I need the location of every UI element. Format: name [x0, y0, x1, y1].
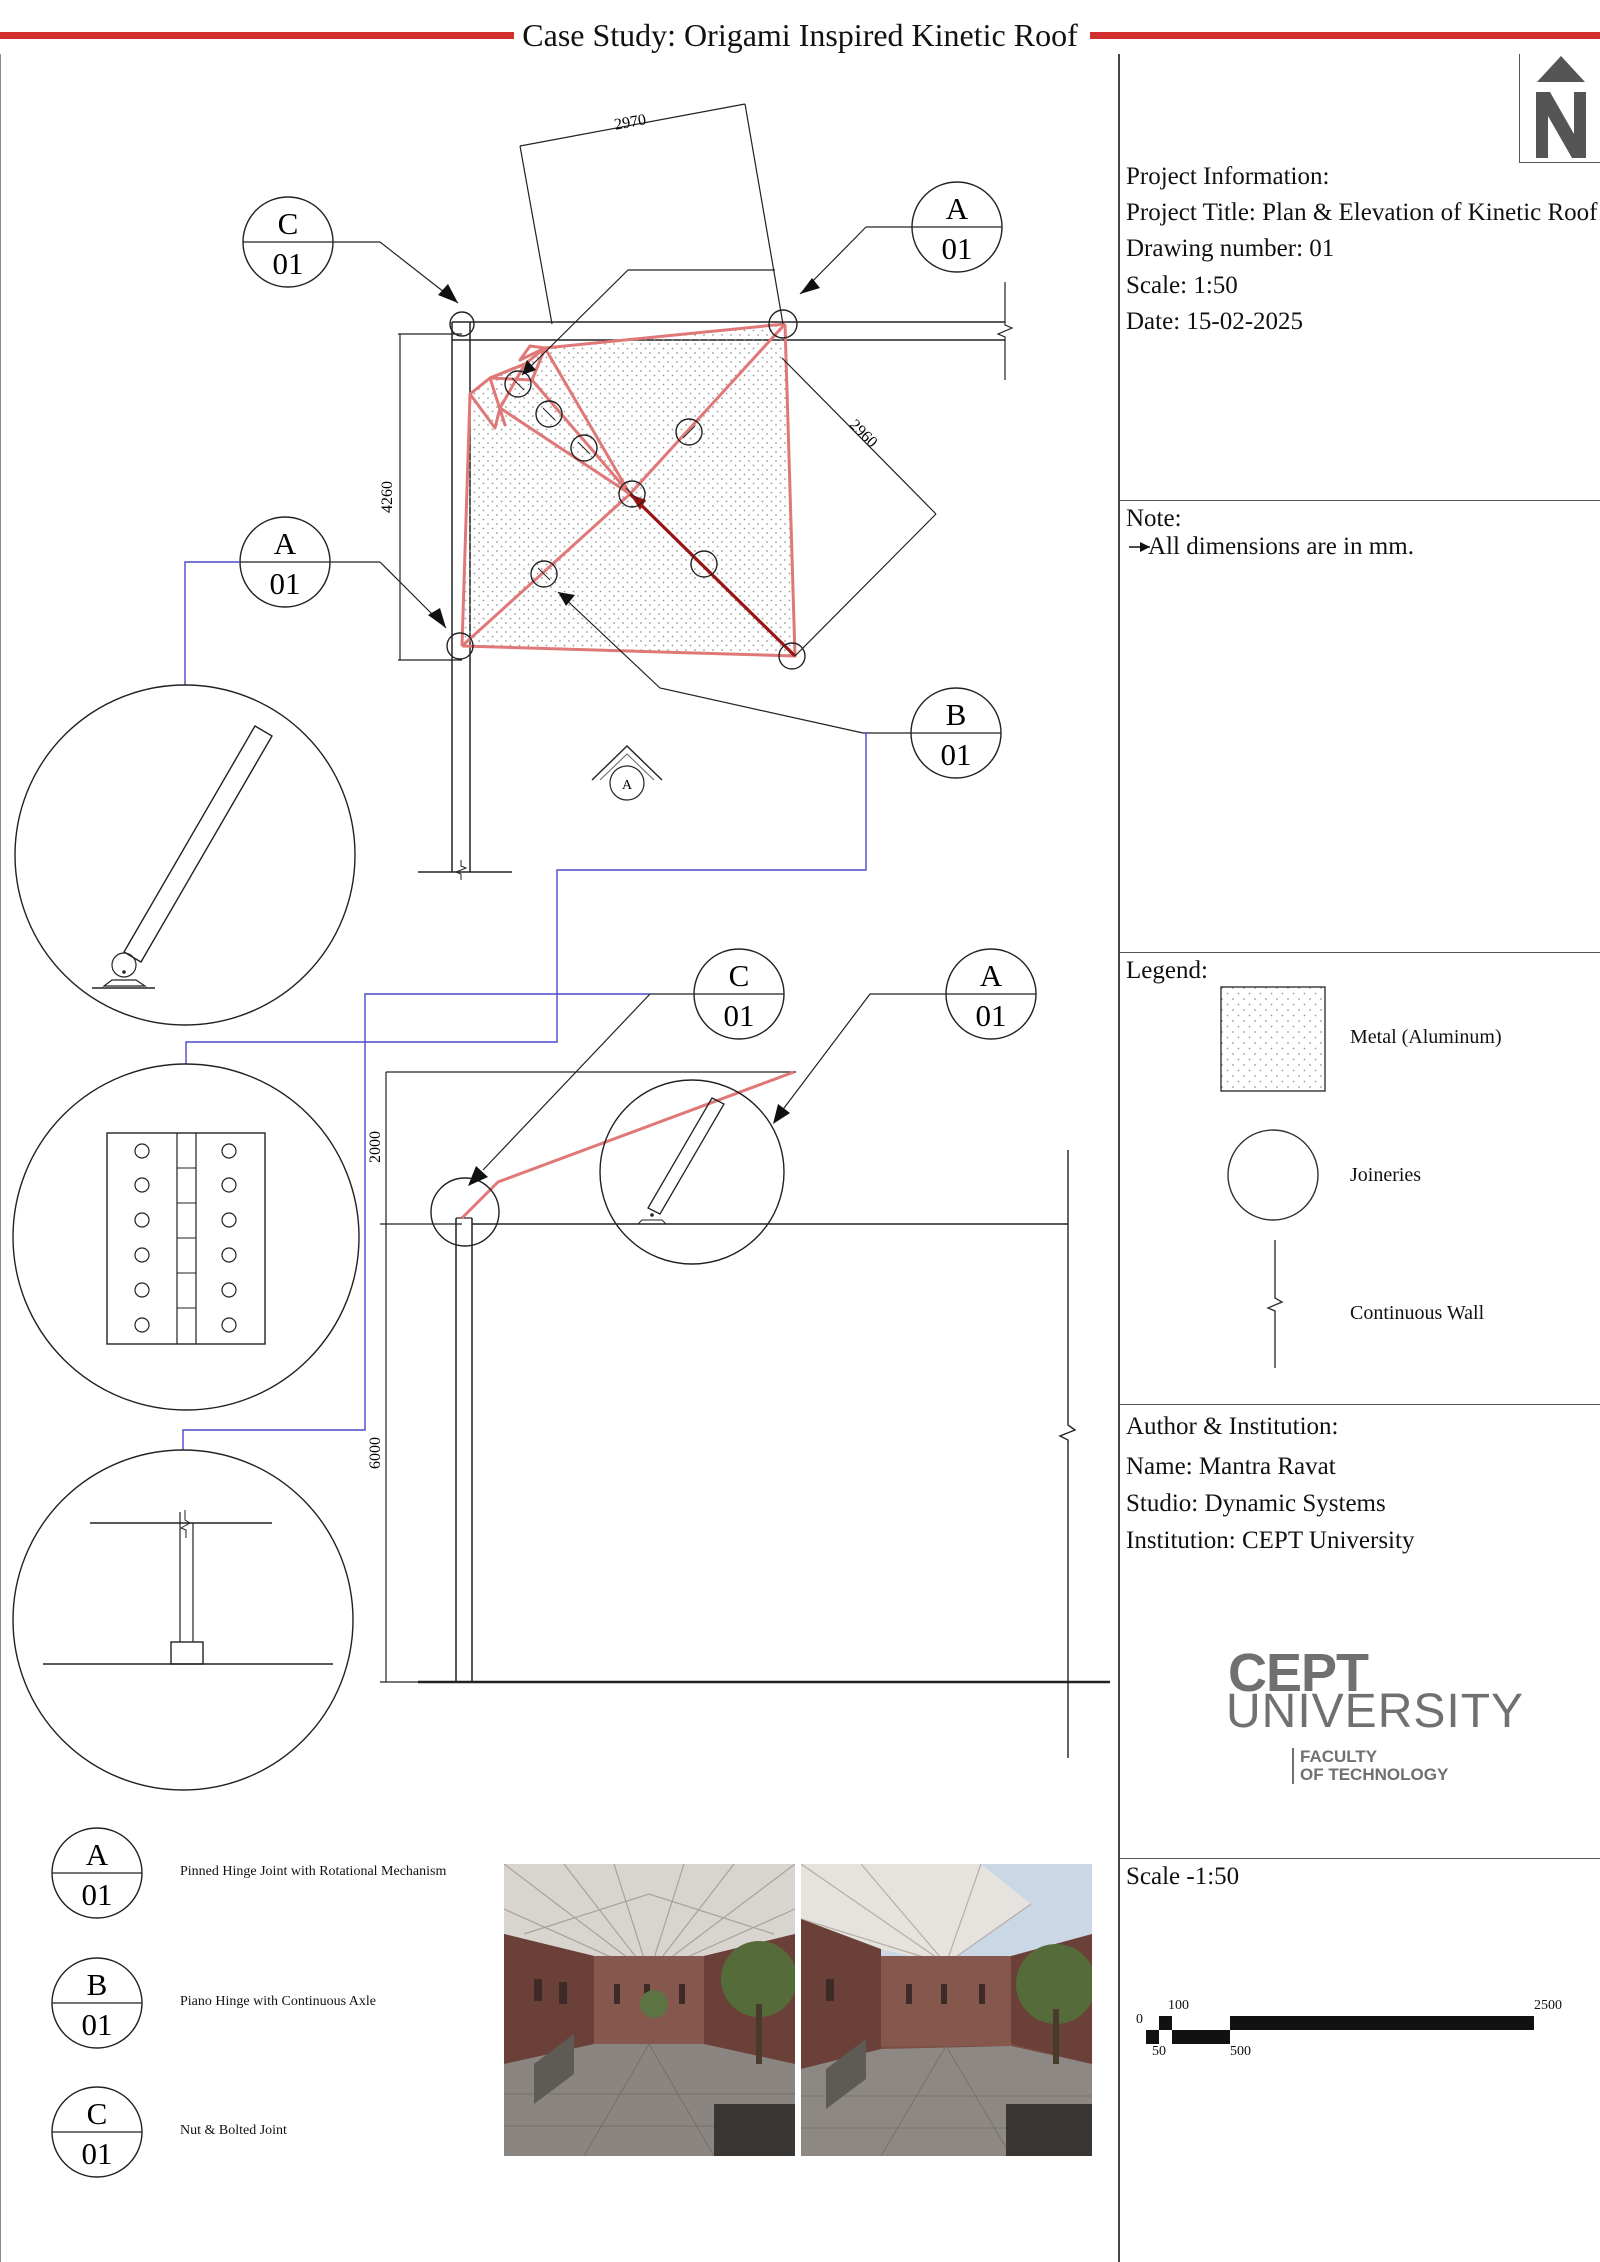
scale-label-100: 100	[1168, 1998, 1189, 2013]
north-arrow-box	[1519, 54, 1600, 163]
author-studio: Studio: Dynamic Systems	[1126, 1490, 1386, 1517]
note-section: Note: All dimensions are in mm.	[1120, 500, 1600, 953]
callout-letter: A	[274, 526, 297, 561]
callout-elev-c[interactable]: C 01	[650, 948, 785, 1040]
project-info-heading: Project Information:	[1126, 163, 1330, 190]
joint-key-sheet: 01	[82, 2007, 113, 2042]
render-image-left	[504, 1864, 795, 2156]
scale-bar-graphic	[1146, 2016, 1534, 2044]
drawing-number: Drawing number: 01	[1126, 235, 1335, 262]
joint-key-letter: B	[87, 1967, 108, 2002]
callout-plan-b[interactable]: B 01	[863, 687, 1002, 779]
joint-key-letter: A	[86, 1837, 109, 1872]
detail-leaders	[182, 561, 867, 1452]
callout-sheet: 01	[270, 566, 301, 601]
project-info-section: Project Information: Project Title: Plan…	[1120, 54, 1600, 501]
callout-plan-a-top[interactable]: A 01	[866, 181, 1003, 273]
legend-section: Legend: Metal (Aluminum) Joineries Conti…	[1120, 952, 1600, 1405]
drawing-canvas: 2970 2960 4260 A	[0, 54, 1110, 2262]
scale-label-0: 0	[1136, 2012, 1143, 2027]
callout-plan-c[interactable]: C 01	[242, 196, 380, 288]
author-institution: Institution: CEPT University	[1126, 1527, 1415, 1554]
legend-heading: Legend:	[1126, 957, 1208, 984]
legend-joinery-icon	[1227, 1129, 1319, 1221]
project-date: Date: 15-02-2025	[1126, 308, 1304, 335]
joint-key: A 01 B 01 C 01	[51, 1827, 143, 2178]
title-rule-left	[0, 32, 520, 39]
legend-metal-label: Metal (Aluminum)	[1350, 1026, 1502, 1048]
author-section: Author & Institution: Name: Mantra Ravat…	[1120, 1404, 1600, 1859]
dim-plan-top: 2970	[613, 111, 647, 133]
joint-key-item: A 01	[51, 1827, 143, 1919]
section-marker-label: A	[622, 778, 633, 793]
callout-letter: C	[278, 206, 299, 241]
scale-heading: Scale -1:50	[1126, 1863, 1240, 1890]
callout-sheet: 01	[942, 231, 973, 266]
joint-key-label-c: Nut & Bolted Joint	[180, 2123, 287, 2138]
plan-view: 2970 2960 4260 A	[379, 103, 1014, 880]
callout-sheet: 01	[976, 998, 1007, 1033]
detail-a-circle	[14, 684, 356, 1026]
dim-plan-diagonal: 2960	[846, 416, 881, 451]
project-title: Project Title: Plan & Elevation of Kinet…	[1126, 199, 1598, 226]
detail-b-circle	[12, 1063, 360, 1411]
dim-elev-height: 6000	[367, 1437, 384, 1469]
dim-plan-left: 4260	[379, 481, 396, 513]
callout-letter: C	[729, 958, 750, 993]
break-line-icon	[996, 282, 1014, 380]
callouts: C 01 A 01 A 01 B 01	[239, 181, 1037, 1040]
section-marker-icon: A	[591, 745, 663, 801]
author-heading: Author & Institution:	[1126, 1413, 1339, 1440]
joint-key-sheet: 01	[82, 1877, 113, 1912]
project-scale: Scale: 1:50	[1126, 272, 1238, 299]
scale-label-2500: 2500	[1534, 1998, 1562, 2013]
title-block: Case Study: Origami Inspired Kinetic Roo…	[0, 12, 1600, 58]
legend-metal-swatch	[1220, 986, 1326, 1092]
callout-sheet: 01	[273, 246, 304, 281]
legend-wall-label: Continuous Wall	[1350, 1302, 1485, 1324]
joint-key-letter: C	[87, 2096, 108, 2131]
cept-logo: CEPT UNIVERSITY FACULTY OF TECHNOLOGY	[1226, 1643, 1525, 1784]
joint-key-item: C 01	[51, 2086, 143, 2178]
callout-letter: A	[980, 958, 1003, 993]
detail-c-circle	[12, 1449, 354, 1791]
callout-sheet: 01	[724, 998, 755, 1033]
scale-label-50: 50	[1152, 2044, 1166, 2059]
break-line-icon	[1266, 1240, 1284, 1368]
legend-joinery-label: Joineries	[1350, 1164, 1422, 1186]
callout-letter: A	[946, 191, 969, 226]
page-title: Case Study: Origami Inspired Kinetic Roo…	[514, 17, 1086, 53]
scale-label-500: 500	[1230, 2044, 1251, 2059]
north-arrow-icon	[1536, 56, 1586, 158]
joint-key-item: B 01	[51, 1957, 143, 2049]
callout-sheet: 01	[941, 737, 972, 772]
dim-elev-roof: 2000	[367, 1131, 384, 1163]
callout-elev-a[interactable]: A 01	[900, 948, 1037, 1040]
render-image-right	[801, 1864, 1092, 2156]
elevation-view: 2000 6000	[367, 993, 1110, 1758]
scale-section: Scale -1:50 0 50 100 500 2500	[1120, 1858, 1600, 2262]
joint-key-label-b: Piano Hinge with Continuous Axle	[180, 1994, 376, 2009]
author-name: Name: Mantra Ravat	[1126, 1453, 1336, 1480]
callout-letter: B	[946, 697, 967, 732]
note-heading: Note:	[1126, 505, 1182, 532]
joint-key-label-a: Pinned Hinge Joint with Rotational Mecha…	[180, 1864, 447, 1879]
title-rule-right	[1090, 32, 1600, 39]
callout-plan-a-left[interactable]: A 01	[239, 516, 380, 608]
note-text: All dimensions are in mm.	[1148, 533, 1414, 560]
title-block-panel: Project Information: Project Title: Plan…	[1118, 54, 1600, 2262]
arrow-bullet-icon	[1129, 542, 1150, 552]
joint-key-sheet: 01	[82, 2136, 113, 2171]
